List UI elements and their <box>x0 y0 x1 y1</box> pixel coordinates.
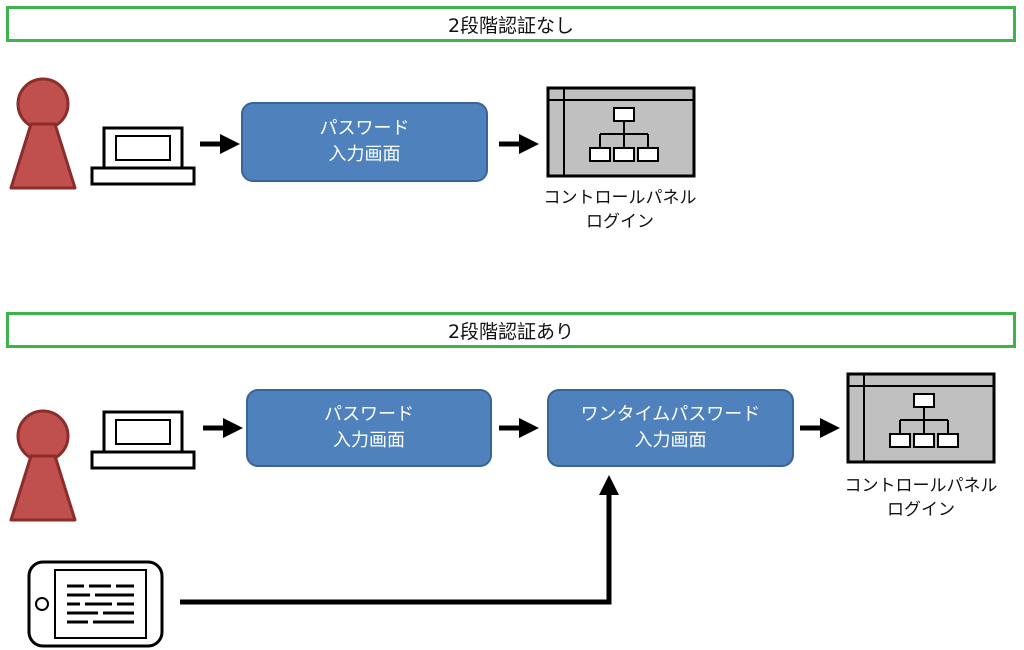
box-label-line2: 入力画面 <box>333 430 405 451</box>
box-label-line2: 入力画面 <box>328 144 401 165</box>
password-input-box: パスワード 入力画面 <box>246 389 492 467</box>
section-header-without-2fa: 2段階認証なし <box>6 6 1016 42</box>
tablet-icon <box>27 560 164 648</box>
password-input-box: パスワード 入力画面 <box>241 102 488 182</box>
control-panel-caption: コントロールパネル ログイン <box>821 474 1021 522</box>
box-label-line1: パスワード <box>319 118 410 139</box>
laptop-icon <box>90 410 196 470</box>
box-label-line1: パスワード <box>324 404 414 425</box>
box-label-line1: ワンタイムパスワード <box>580 404 761 425</box>
control-panel-icon <box>546 86 696 178</box>
arrow-icon <box>180 475 619 605</box>
user-icon <box>9 77 77 190</box>
laptop-icon <box>90 126 196 186</box>
one-time-password-box: ワンタイムパスワード 入力画面 <box>547 389 794 467</box>
caption-line1: コントロールパネル <box>543 188 697 208</box>
caption-line1: コントロールパネル <box>844 476 998 496</box>
box-label-line2: 入力画面 <box>634 430 707 451</box>
control-panel-icon <box>846 372 996 464</box>
user-icon <box>9 409 77 522</box>
caption-line2: ログイン <box>887 500 955 520</box>
section-title: 2段階認証なし <box>447 14 575 37</box>
section-header-with-2fa: 2段階認証あり <box>6 312 1016 348</box>
control-panel-caption: コントロールパネル ログイン <box>520 186 720 234</box>
caption-line2: ログイン <box>586 212 654 232</box>
section-title: 2段階認証あり <box>447 320 575 343</box>
